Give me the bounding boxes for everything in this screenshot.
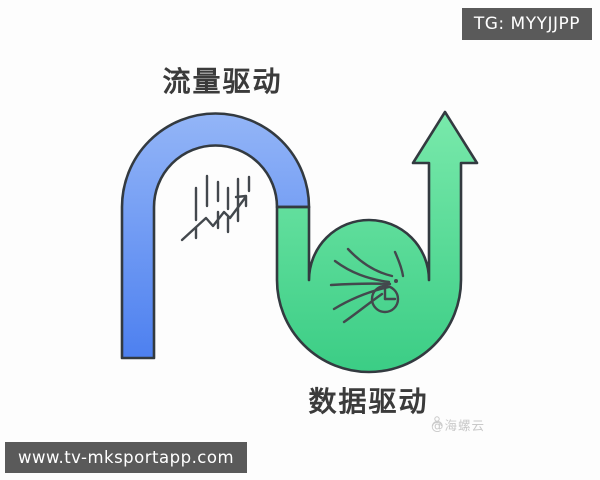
data-flow-clock-icon: [329, 247, 405, 324]
traffic-tube-blue: [120, 112, 311, 360]
avatar-icon: [432, 416, 442, 427]
site-url-watermark: www.tv-mksportapp.com: [5, 442, 248, 473]
author-credit-watermark: @海螺云: [431, 415, 485, 434]
candlestick-trend-icon: [180, 174, 251, 242]
data-tube-green: [275, 110, 479, 374]
traffic-driven-label: 流量驱动: [162, 65, 283, 98]
data-driven-label: 数据驱动: [308, 385, 429, 418]
telegram-badge: TG: MYYJJPP: [461, 8, 592, 40]
credit-text: @海螺云: [431, 418, 486, 433]
